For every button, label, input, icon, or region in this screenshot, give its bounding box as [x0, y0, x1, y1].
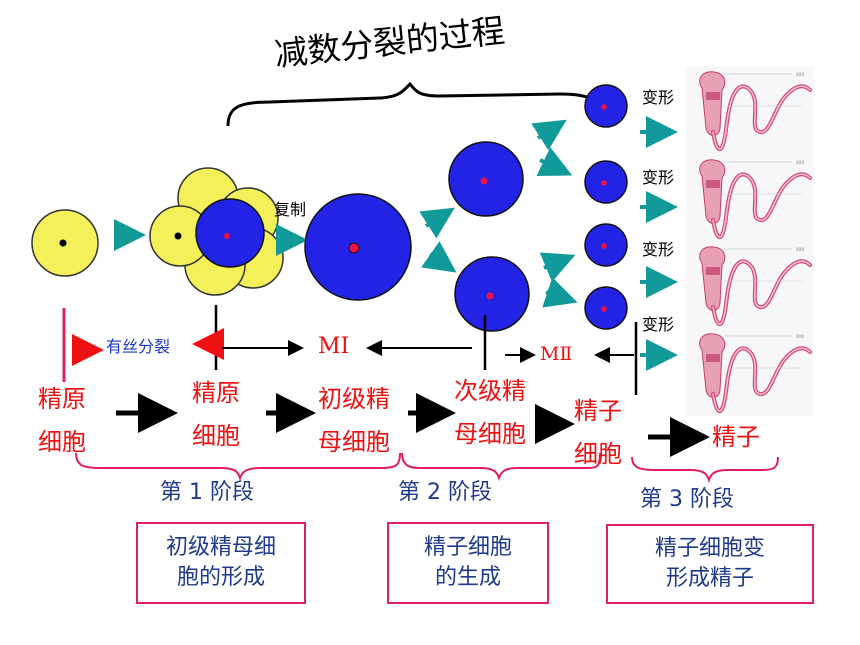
secondary-spermatocyte-label: 次级精母细胞: [454, 377, 526, 449]
stage-1-brace: [75, 452, 401, 482]
title-brace: [226, 81, 602, 127]
stage-1-label: 第 1 阶段: [160, 480, 254, 505]
spermatogonium-cell-label: 精原细胞: [192, 379, 240, 451]
stage-2-brace: [401, 452, 601, 482]
primary-spermatocyte-label: 初级精母细胞: [318, 385, 390, 457]
mitosis-cluster: [149, 167, 284, 296]
sperm-label: 精子: [712, 423, 760, 451]
stage-3-label: 第 3 阶段: [640, 487, 734, 512]
stage-2-description: 精子细胞的生成: [387, 522, 549, 604]
transform-label-3: 变形: [642, 240, 675, 259]
meiosis-1-label: MⅠ: [318, 334, 350, 359]
spermatid-label: 精子细胞: [574, 397, 622, 469]
transform-label-2: 变形: [642, 168, 675, 187]
transform-label-4: 变形: [642, 315, 675, 334]
stage-2-label: 第 2 阶段: [398, 480, 492, 505]
stage-3-description: 精子细胞变形成精子: [606, 524, 814, 604]
meiosis-2-label: MⅡ: [540, 343, 573, 365]
stage-3-brace: [631, 456, 779, 484]
stage-1-description: 初级精母细胞的形成: [136, 522, 306, 604]
spermatogonium-label: 精原细胞: [38, 385, 86, 457]
replication-label: 复制: [274, 200, 307, 219]
transform-label-1: 变形: [642, 88, 675, 107]
mitosis-label: 有丝分裂: [106, 337, 171, 356]
